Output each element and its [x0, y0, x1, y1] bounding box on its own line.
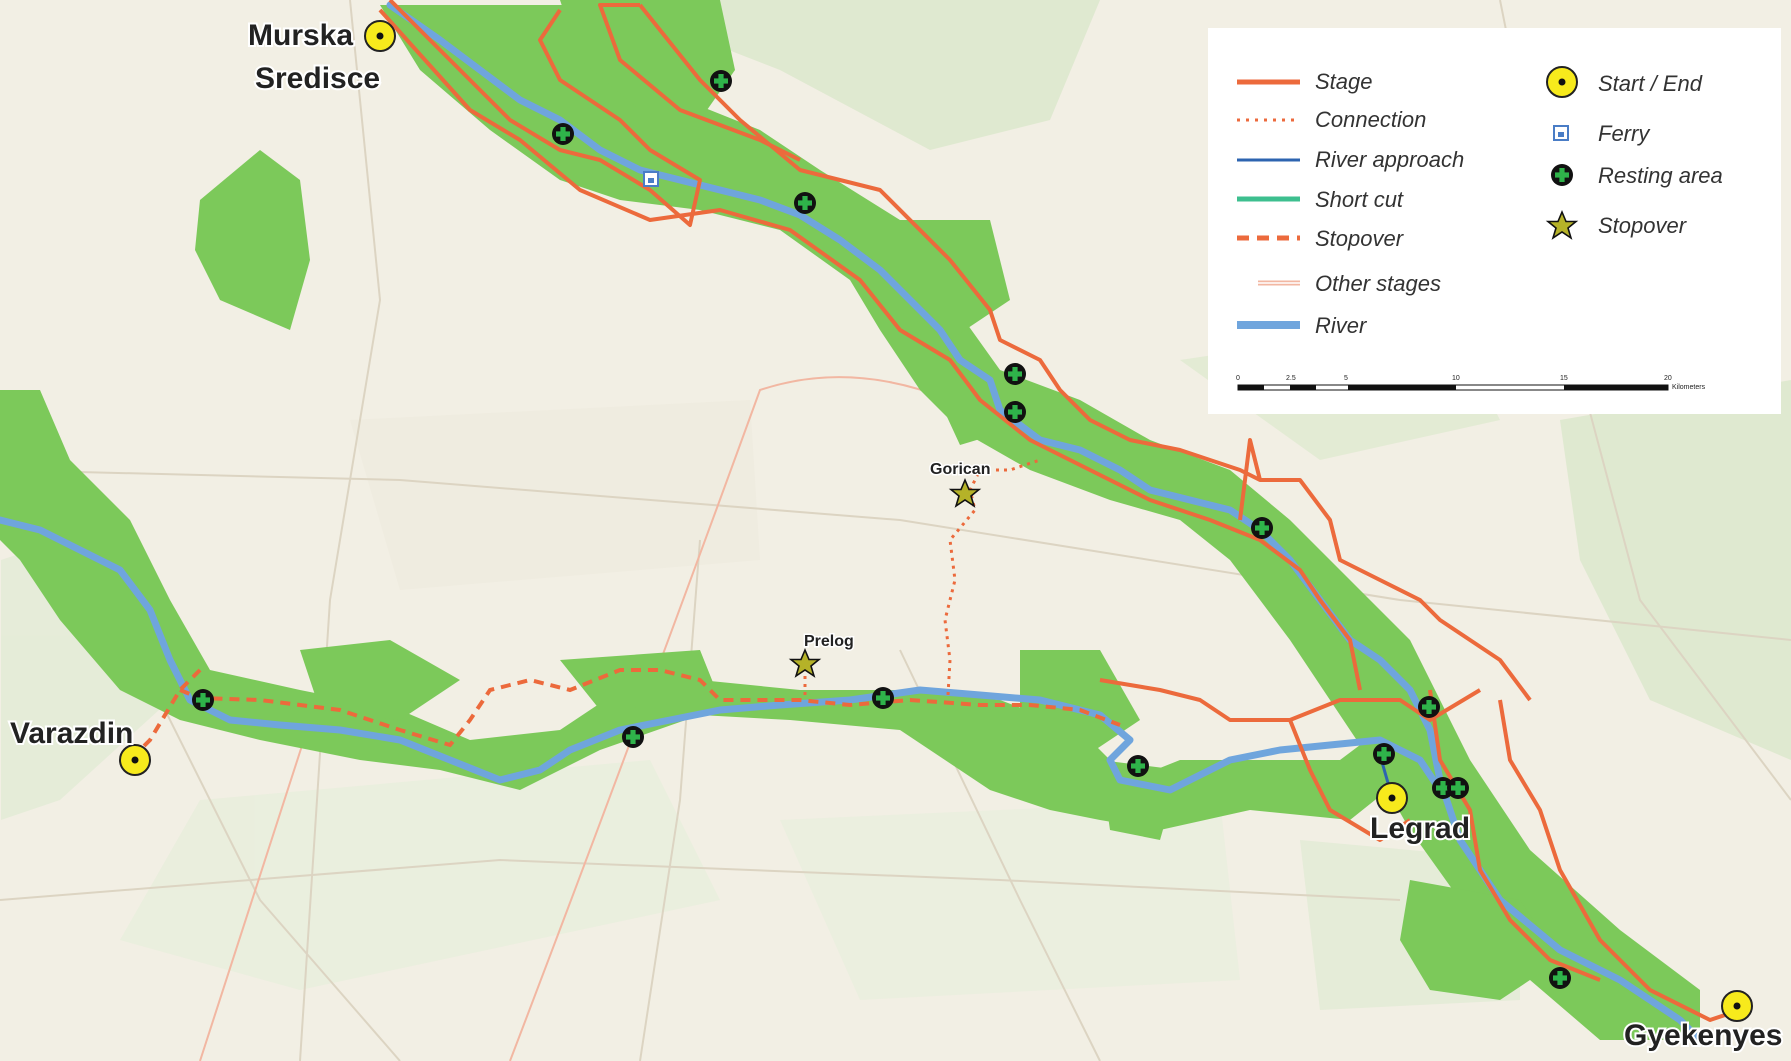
legend-panel	[1208, 28, 1781, 414]
stopover-route	[128, 668, 1121, 762]
ferry-marker	[643, 171, 659, 187]
legend-stopover-symbol-label: Stopover	[1598, 213, 1688, 238]
scale-tick-4: 15	[1560, 375, 1568, 382]
legend-ferry-icon	[1553, 125, 1569, 141]
legend-resting-area-icon	[1551, 164, 1573, 186]
place-murska: Murska	[248, 19, 353, 52]
place-varazdin: Varazdin	[10, 717, 133, 750]
legend-stopover-label: Stopover	[1315, 226, 1405, 251]
legend-connection-label: Connection	[1315, 107, 1426, 132]
legend-short-cut-label: Short cut	[1315, 187, 1404, 212]
scale-tick-0: 0	[1236, 375, 1240, 382]
scale-tick-2: 5	[1344, 375, 1348, 382]
legend-ferry-label: Ferry	[1598, 121, 1651, 146]
scale-unit: Kilometers	[1672, 384, 1706, 391]
legend-start-end-icon	[1546, 66, 1578, 98]
legend-other-stages-label: Other stages	[1315, 271, 1441, 296]
place-gyekenyes: Gyekenyes	[1624, 1019, 1782, 1052]
other-stages-lines	[199, 376, 951, 1061]
green-corridor	[0, 0, 1700, 1040]
legend-river-approach-label: River approach	[1315, 147, 1464, 172]
place-sredisce: Sredisce	[255, 62, 380, 95]
scale-bar: 0 2.5 5 10 15 20 Kilometers	[1236, 375, 1706, 391]
scale-tick-5: 20	[1664, 375, 1672, 382]
scale-tick-3: 10	[1452, 375, 1460, 382]
place-gorican: Gorican	[930, 461, 990, 478]
legend: Stage Connection River approach Short cu…	[1208, 28, 1781, 414]
legend-stage-label: Stage	[1315, 69, 1373, 94]
legend-start-end-label: Start / End	[1598, 71, 1703, 96]
place-legrad: Legrad	[1370, 812, 1470, 845]
stage-routes	[378, 0, 1741, 1022]
place-prelog: Prelog	[804, 633, 854, 650]
connection-route	[803, 458, 1041, 696]
legend-river-label: River	[1315, 313, 1368, 338]
scale-tick-1: 2.5	[1286, 375, 1296, 382]
legend-resting-area-label: Resting area	[1598, 163, 1723, 188]
